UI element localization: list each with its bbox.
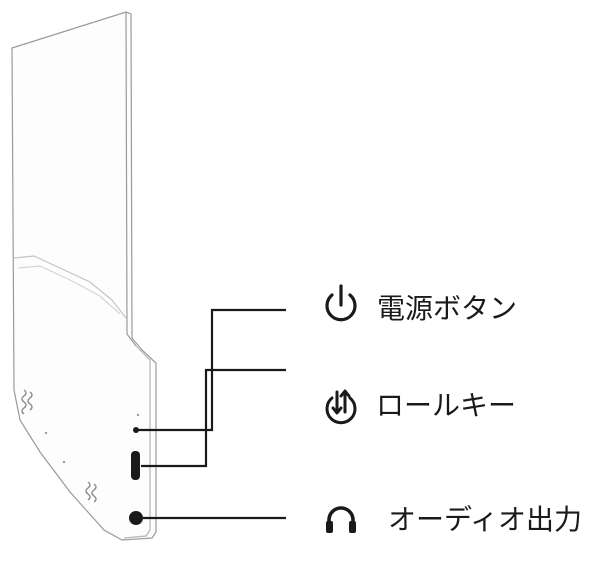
headphones-icon bbox=[326, 506, 356, 533]
body-dot bbox=[62, 460, 66, 464]
body-dot bbox=[44, 431, 48, 435]
scroll-key-label: ロールキー bbox=[376, 389, 517, 422]
power-icon bbox=[325, 284, 357, 322]
audio-output-label: オーディオ出力 bbox=[388, 503, 583, 536]
scroll-leader-line bbox=[141, 368, 286, 468]
speaker-grill-left bbox=[21, 389, 33, 415]
speaker-grill-right bbox=[85, 481, 97, 503]
leader-lines bbox=[138, 308, 286, 520]
power-button[interactable] bbox=[133, 427, 139, 433]
scroll-key[interactable] bbox=[131, 451, 140, 480]
audio-jack[interactable] bbox=[129, 511, 143, 525]
scroll-key-icon bbox=[325, 389, 357, 425]
power-button-label: 電源ボタン bbox=[377, 292, 518, 325]
monitor-body bbox=[11, 11, 157, 541]
body-dot bbox=[136, 413, 140, 417]
